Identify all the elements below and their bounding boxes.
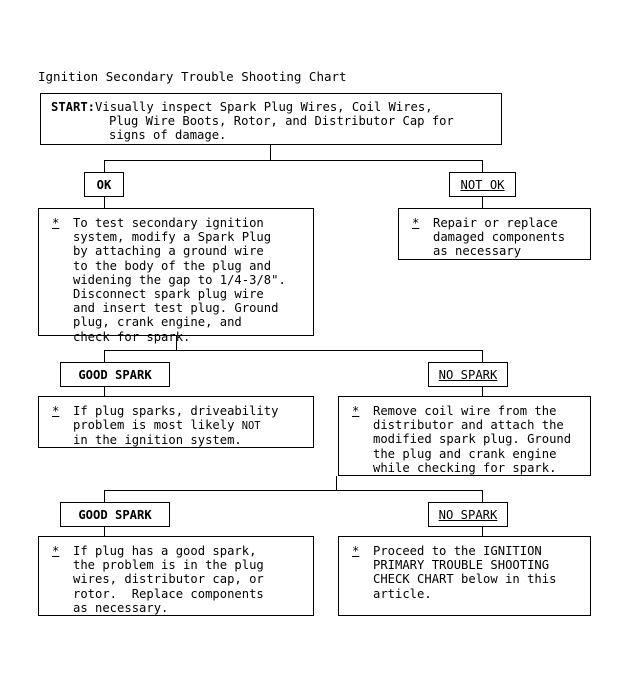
connector-remove-coil-stem xyxy=(336,476,337,490)
node-repair-replace-text: Repair or replace damaged components as … xyxy=(433,216,566,259)
branch-label-no-spark-1: NO SPARK xyxy=(428,362,508,387)
branch-label-not-ok: NOT OK xyxy=(449,172,516,197)
connector-bus-1 xyxy=(104,160,482,161)
bullet-marker: * xyxy=(52,404,60,418)
connector-no-spark-1-down xyxy=(482,387,483,396)
start-keyword: START: xyxy=(51,100,96,114)
driveability-text-a: If plug sparks, driveability problem is … xyxy=(73,404,279,433)
node-proceed-primary-text: Proceed to the IGNITION PRIMARY TROUBLE … xyxy=(373,544,557,601)
start-text-1: Visually inspect Spark Plug Wires, Coil … xyxy=(95,100,433,114)
connector-drop-ok xyxy=(104,160,105,172)
node-plug-wires-cap-rotor: * If plug has a good spark, the problem … xyxy=(38,536,314,616)
node-plug-wires-cap-rotor-text: If plug has a good spark, the problem is… xyxy=(73,544,264,615)
node-proceed-primary: * Proceed to the IGNITION PRIMARY TROUBL… xyxy=(338,536,591,616)
node-remove-coil-wire-text: Remove coil wire from the distributor an… xyxy=(373,404,572,475)
driveability-text-b: in the ignition system. xyxy=(73,433,242,448)
node-repair-replace: * Repair or replace damaged components a… xyxy=(398,208,591,260)
branch-label-not-ok-text: NOT OK xyxy=(460,177,505,192)
driveability-text-not: NOT xyxy=(241,420,261,433)
node-test-procedure-text: To test secondary ignition system, modif… xyxy=(73,216,286,344)
node-driveability: * If plug sparks, driveability problem i… xyxy=(38,396,314,448)
connector-bus-2 xyxy=(104,350,482,351)
bullet-marker: * xyxy=(352,544,360,558)
node-driveability-text: If plug sparks, driveability problem is … xyxy=(73,404,278,448)
connector-drop-no-spark-2 xyxy=(482,490,483,502)
node-test-procedure: * To test secondary ignition system, mod… xyxy=(38,208,314,344)
connector-good-spark-1-down xyxy=(104,387,105,396)
bullet-marker: * xyxy=(52,216,60,230)
page-title: Ignition Secondary Trouble Shooting Char… xyxy=(38,69,347,84)
branch-label-no-spark-1-text: NO SPARK xyxy=(438,367,498,382)
connector-good-spark-2-down xyxy=(104,527,105,536)
bullet-marker: * xyxy=(52,544,60,558)
connector-test-stem xyxy=(176,336,177,350)
branch-label-ok: OK xyxy=(84,172,124,197)
branch-label-ok-text: OK xyxy=(96,177,112,192)
branch-label-good-spark-2-text: GOOD SPARK xyxy=(78,507,152,522)
connector-drop-not-ok xyxy=(482,160,483,172)
connector-start-stem xyxy=(270,145,271,160)
start-text-3: signs of damage. xyxy=(109,128,227,143)
connector-drop-good-spark-2 xyxy=(104,490,105,502)
branch-label-good-spark-1: GOOD SPARK xyxy=(60,362,170,387)
bullet-marker: * xyxy=(412,216,420,230)
connector-drop-no-spark-1 xyxy=(482,350,483,362)
connector-no-spark-2-down xyxy=(482,527,483,536)
connector-not-ok-to-repair xyxy=(482,197,483,208)
start-line-1: START:Visually inspect Spark Plug Wires,… xyxy=(51,100,493,114)
start-text-2: Plug Wire Boots, Rotor, and Distributor … xyxy=(109,114,454,129)
branch-label-good-spark-1-text: GOOD SPARK xyxy=(78,367,152,382)
branch-label-no-spark-2-text: NO SPARK xyxy=(438,507,498,522)
bullet-marker: * xyxy=(352,404,360,418)
connector-drop-good-spark-1 xyxy=(104,350,105,362)
branch-label-good-spark-2: GOOD SPARK xyxy=(60,502,170,527)
branch-label-no-spark-2: NO SPARK xyxy=(428,502,508,527)
start-node: START:Visually inspect Spark Plug Wires,… xyxy=(40,93,502,145)
connector-bus-3 xyxy=(104,490,482,491)
node-remove-coil-wire: * Remove coil wire from the distributor … xyxy=(338,396,591,476)
connector-ok-to-test xyxy=(104,197,105,208)
